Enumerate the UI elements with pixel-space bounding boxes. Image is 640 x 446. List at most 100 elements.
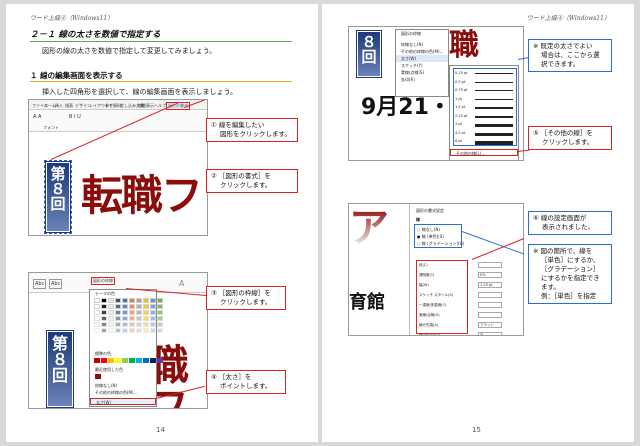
tab-home[interactable]: ホーム bbox=[44, 103, 56, 108]
color-swatch[interactable] bbox=[115, 310, 121, 315]
tab-references[interactable]: 参考資料 bbox=[105, 103, 121, 108]
color-swatch[interactable] bbox=[129, 310, 135, 315]
tab-review[interactable]: 校閲 bbox=[138, 103, 146, 108]
color-swatch[interactable] bbox=[108, 358, 114, 363]
color-swatch[interactable] bbox=[122, 358, 128, 363]
pane-field-input[interactable] bbox=[478, 302, 502, 308]
color-swatch[interactable] bbox=[143, 358, 149, 363]
menu-item-weight[interactable]: 太さ(W) bbox=[90, 398, 156, 405]
color-swatch[interactable] bbox=[108, 322, 114, 327]
menu-item-more-colors[interactable]: その他の枠線の色(M)... bbox=[401, 49, 444, 54]
shape-style-icon[interactable]: Abc bbox=[33, 279, 47, 289]
color-swatch[interactable] bbox=[122, 298, 128, 303]
color-swatch[interactable] bbox=[108, 316, 114, 321]
color-swatch[interactable] bbox=[136, 328, 142, 333]
color-swatch[interactable] bbox=[101, 316, 107, 321]
color-swatch[interactable] bbox=[115, 298, 121, 303]
weight-option[interactable]: 4.5 pt bbox=[455, 130, 515, 137]
pane-field-input[interactable]: 1.25 pt bbox=[478, 282, 502, 288]
color-swatch[interactable] bbox=[94, 358, 100, 363]
tab-shape-format[interactable]: 図形の書式 bbox=[166, 102, 190, 110]
color-swatch[interactable] bbox=[122, 310, 128, 315]
color-swatch[interactable] bbox=[122, 316, 128, 321]
font-name[interactable]: A A bbox=[33, 114, 42, 120]
color-swatch[interactable] bbox=[143, 298, 149, 303]
menu-item-no-outline[interactable]: 枠線なし(N) bbox=[95, 383, 118, 388]
color-swatch[interactable] bbox=[150, 304, 156, 309]
menu-item-more-colors[interactable]: その他の枠線の色(M)... bbox=[95, 390, 138, 395]
menu-item-no-outline[interactable]: 枠線なし(N) bbox=[401, 42, 424, 47]
color-swatch[interactable] bbox=[129, 328, 135, 333]
tab-draw[interactable]: 描画 bbox=[65, 103, 73, 108]
color-swatch[interactable] bbox=[143, 304, 149, 309]
weight-option[interactable]: 3 pt bbox=[455, 121, 515, 128]
color-swatch[interactable] bbox=[115, 358, 121, 363]
color-swatch[interactable] bbox=[115, 328, 121, 333]
color-swatch[interactable] bbox=[122, 322, 128, 327]
weight-option[interactable]: 0.75 pt bbox=[455, 87, 515, 94]
tab-insert[interactable]: 挿入 bbox=[55, 103, 63, 108]
menu-item-other-lines[interactable]: その他の線(L)... bbox=[450, 149, 518, 156]
color-swatch[interactable] bbox=[101, 328, 107, 333]
tab-file[interactable]: ファイル bbox=[32, 103, 48, 108]
bold-icon[interactable]: B I U bbox=[69, 114, 81, 120]
tab-design[interactable]: デザイン bbox=[75, 103, 91, 108]
color-swatch[interactable] bbox=[101, 298, 107, 303]
color-swatch[interactable] bbox=[136, 310, 142, 315]
color-swatch[interactable] bbox=[136, 316, 142, 321]
color-swatch[interactable] bbox=[150, 328, 156, 333]
shape-outline-button[interactable]: 図形の枠線 bbox=[91, 277, 115, 285]
pane-field-input[interactable] bbox=[478, 262, 502, 268]
color-swatch[interactable] bbox=[101, 304, 107, 309]
color-swatch[interactable] bbox=[150, 310, 156, 315]
color-swatch[interactable] bbox=[143, 322, 149, 327]
color-swatch[interactable] bbox=[115, 322, 121, 327]
color-swatch[interactable] bbox=[94, 304, 100, 309]
tab-view[interactable]: 表示 bbox=[146, 103, 154, 108]
vertical-shape[interactable]: ８ 回 bbox=[356, 30, 382, 78]
radio-solid-line[interactable]: ● 線 (単色)(S) bbox=[417, 234, 444, 239]
color-swatch[interactable] bbox=[143, 328, 149, 333]
color-swatch[interactable] bbox=[129, 358, 135, 363]
color-swatch[interactable] bbox=[157, 358, 163, 363]
color-swatch[interactable] bbox=[94, 298, 100, 303]
weight-option[interactable]: 6 pt bbox=[455, 138, 515, 146]
color-swatch[interactable] bbox=[115, 316, 121, 321]
color-swatch[interactable] bbox=[101, 358, 107, 363]
color-swatch[interactable] bbox=[136, 304, 142, 309]
pane-field-input[interactable] bbox=[478, 292, 502, 298]
color-swatch[interactable] bbox=[157, 328, 163, 333]
standard-palette[interactable] bbox=[94, 358, 163, 363]
color-swatch[interactable] bbox=[150, 358, 156, 363]
color-swatch[interactable] bbox=[136, 358, 142, 363]
tab-mailings[interactable]: 差し込み文書 bbox=[120, 103, 144, 108]
color-swatch[interactable] bbox=[150, 298, 156, 303]
weight-option[interactable]: 1 pt bbox=[455, 96, 515, 103]
radio-no-line[interactable]: ○ 線なし(N) bbox=[417, 227, 440, 232]
menu-item-arrows[interactable]: 矢印(R) bbox=[401, 77, 415, 82]
color-swatch[interactable] bbox=[136, 322, 142, 327]
color-swatch[interactable] bbox=[94, 310, 100, 315]
tab-help[interactable]: ヘルプ bbox=[154, 103, 166, 108]
color-swatch[interactable] bbox=[129, 304, 135, 309]
menu-item-sketch[interactable]: スケッチ(Y) bbox=[401, 63, 423, 68]
pane-field-input[interactable] bbox=[478, 312, 502, 318]
color-swatch[interactable] bbox=[150, 316, 156, 321]
color-swatch[interactable] bbox=[129, 298, 135, 303]
color-swatch[interactable] bbox=[108, 304, 114, 309]
color-swatch[interactable] bbox=[129, 316, 135, 321]
color-swatch[interactable] bbox=[143, 310, 149, 315]
tab-layout[interactable]: レイアウト bbox=[89, 103, 109, 108]
shape-style-icon[interactable]: Abc bbox=[49, 279, 63, 289]
radio-gradient-line[interactable]: ○ 線 (グラデーション)(G) bbox=[417, 241, 465, 246]
theme-palette[interactable] bbox=[94, 298, 163, 333]
weight-option[interactable]: 0.25 pt bbox=[455, 70, 515, 77]
color-swatch[interactable] bbox=[136, 298, 142, 303]
menu-item-weight[interactable]: 太さ(W) bbox=[396, 55, 448, 62]
vertical-shape[interactable]: 第 ８ 回 bbox=[45, 161, 71, 233]
color-swatch[interactable] bbox=[101, 310, 107, 315]
color-swatch[interactable] bbox=[94, 322, 100, 327]
color-swatch[interactable] bbox=[108, 328, 114, 333]
color-swatch[interactable] bbox=[157, 322, 163, 327]
color-swatch[interactable] bbox=[94, 328, 100, 333]
